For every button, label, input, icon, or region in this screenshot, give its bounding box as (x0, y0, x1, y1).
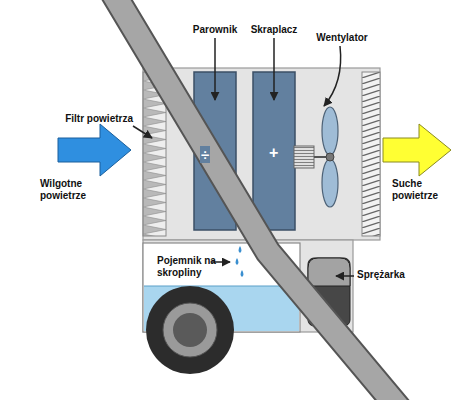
part-name: Wentylator (316, 32, 368, 44)
air-flow-label: Wilgotne powietrze (40, 178, 102, 202)
tank-label: Pojemnik na skropliny (157, 255, 223, 278)
fan-hub (326, 153, 334, 161)
leader-line (273, 38, 275, 100)
fan-blade (322, 107, 338, 155)
air-flow-label: Suche powietrze (392, 178, 450, 202)
dry-air-arrow (383, 124, 451, 176)
leader-line (214, 38, 216, 100)
leader-line (336, 275, 354, 277)
humid-air-arrow (58, 124, 131, 176)
condenser-symbol: + (268, 144, 279, 162)
tank-node: Pojemnik na skropliny (143, 243, 300, 332)
wheel-tyre (146, 286, 234, 374)
fan-blade (322, 159, 338, 207)
drain-hose (110, 0, 402, 400)
evaporator-node: ÷ (194, 72, 236, 230)
part-name: Filtr powietrza (65, 113, 133, 125)
wheel-rim (163, 303, 217, 357)
outlet-grille (362, 72, 380, 236)
water-drop (241, 270, 244, 277)
part-name: Sprężarka (357, 269, 405, 281)
water-drop (236, 258, 239, 265)
leader-line (324, 46, 341, 106)
condenser-node: + (253, 72, 295, 230)
part-name: Parownik (193, 24, 237, 36)
compressor-top (308, 258, 350, 286)
evaporator-symbol: ÷ (200, 146, 210, 163)
water-level (144, 286, 299, 287)
wheel-hub (173, 313, 207, 347)
fan-motor (294, 146, 314, 168)
water-drop (239, 246, 242, 253)
leader-line (133, 126, 152, 138)
part-name: Skraplacz (251, 24, 298, 36)
hose-outline (110, 0, 402, 400)
